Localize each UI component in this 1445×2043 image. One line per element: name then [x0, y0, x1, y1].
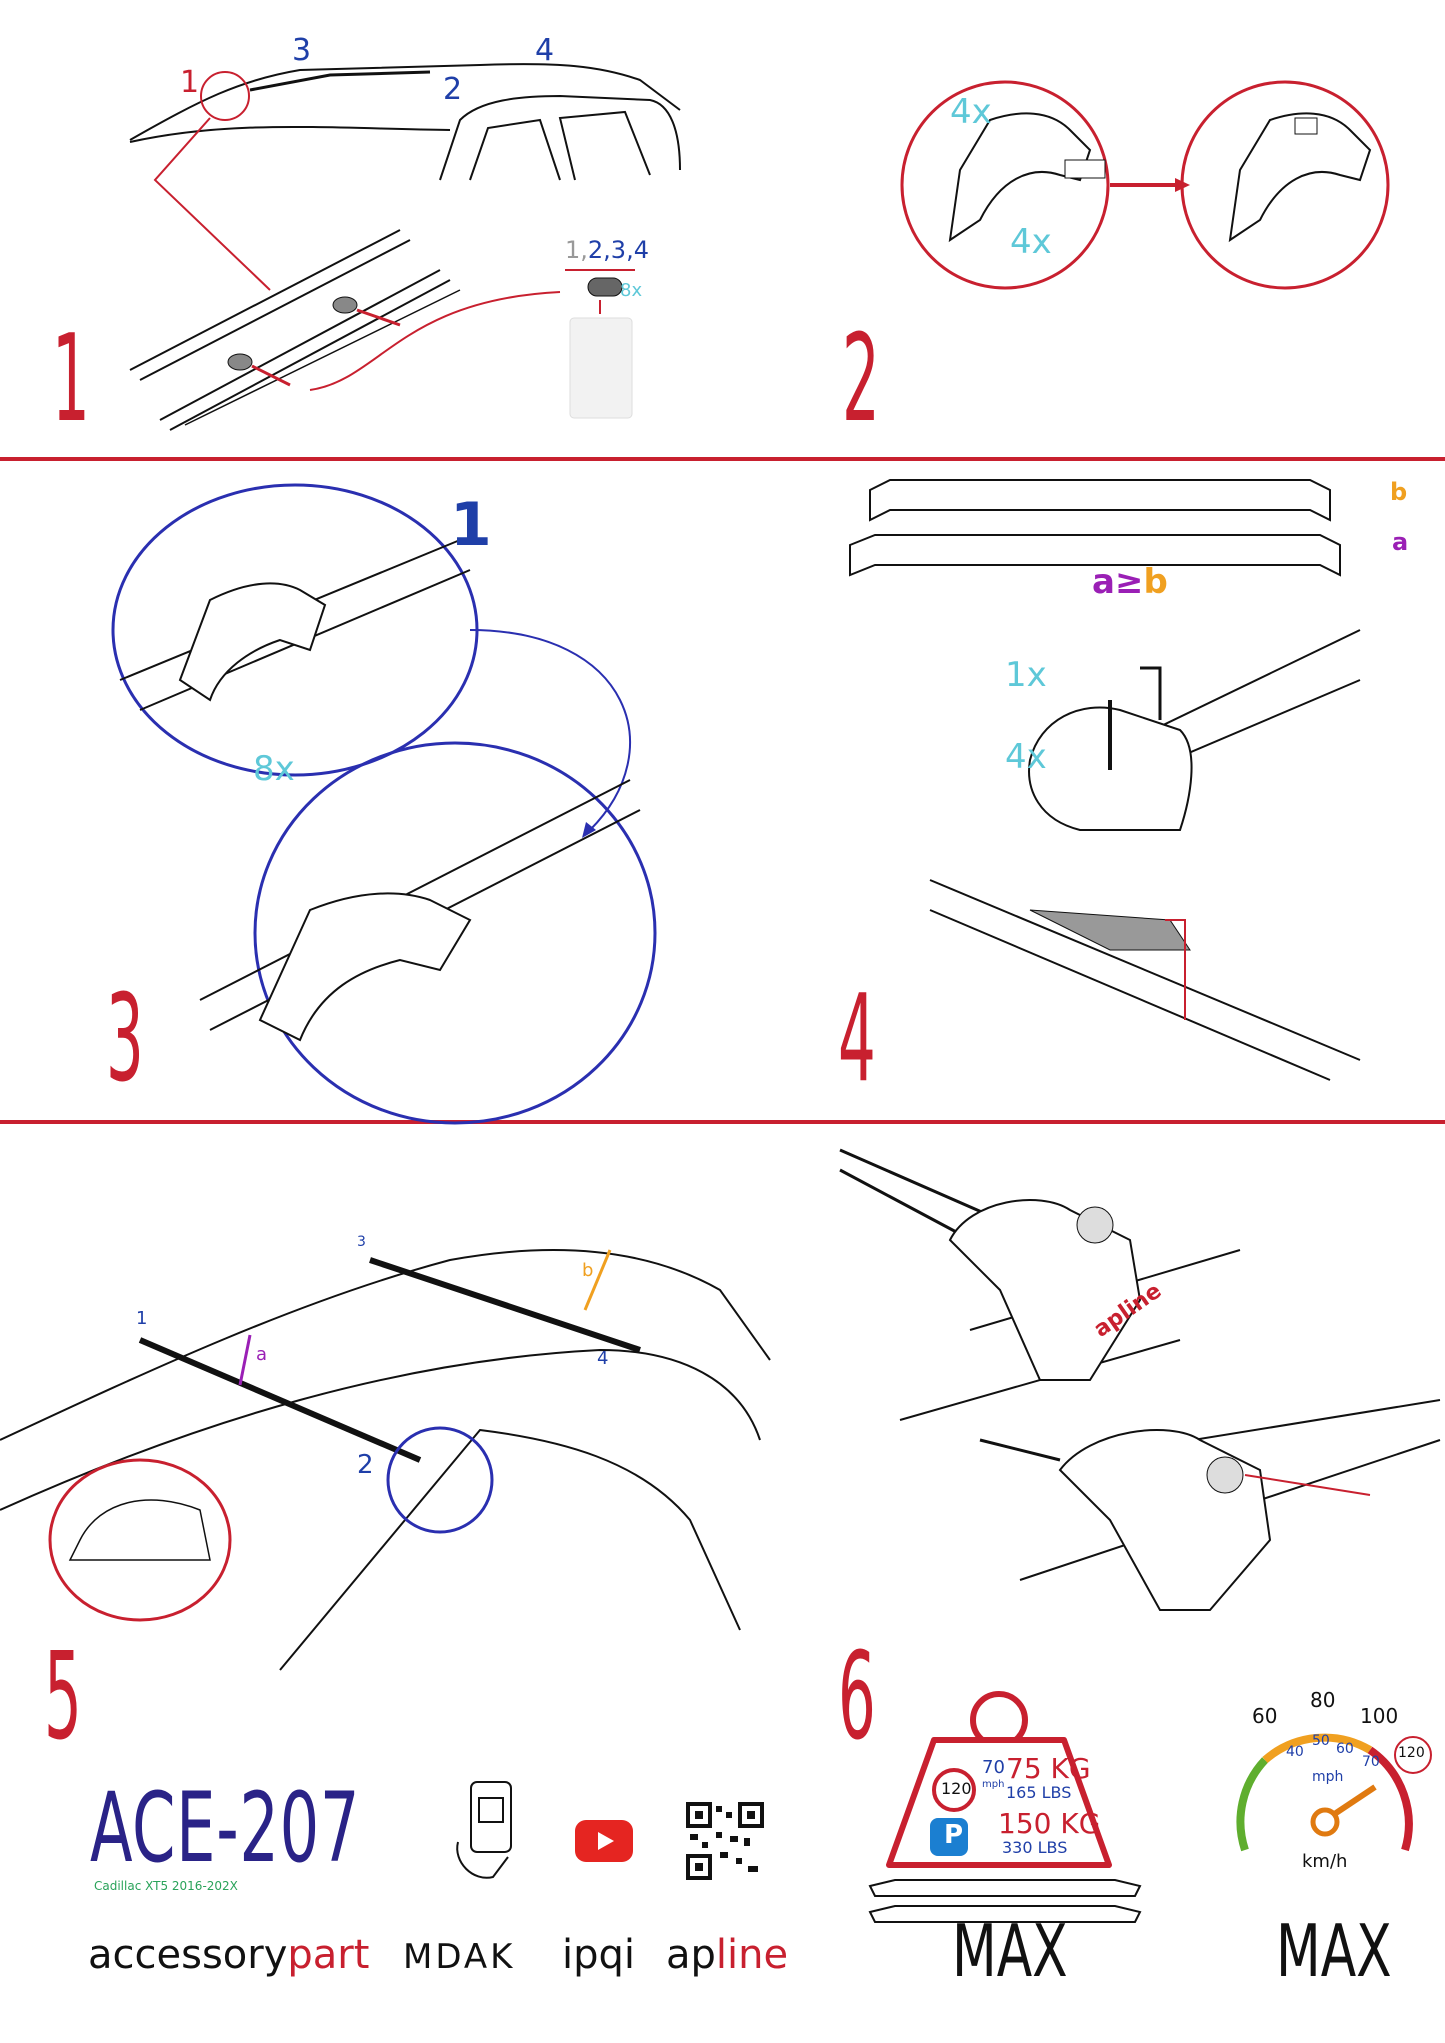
speedometer-gauge: [1236, 1733, 1413, 1852]
arrow-label-b: b: [582, 1260, 594, 1281]
brand-mdak: MDAK: [403, 1937, 516, 1977]
step-number-5: 5: [44, 1628, 82, 1767]
bag-quantity: 8x: [620, 280, 643, 301]
bolt-quantity: 8x: [253, 749, 295, 789]
step-number-4: 4: [838, 970, 876, 1109]
callout-label-3: 3: [292, 33, 312, 68]
bag-label-prefix: 1,: [565, 236, 588, 264]
rule-a: a: [1092, 562, 1115, 602]
step-number-6: 6: [838, 1628, 876, 1767]
arrow-label-a: a: [256, 1344, 268, 1365]
brand-ipqi: ipqi: [562, 1932, 636, 1978]
position-label-3: 3: [357, 1234, 366, 1250]
lock-detail-drawing: [839, 1148, 1441, 1611]
step-number-2: 2: [842, 310, 880, 449]
mph-tick-50: 50: [1312, 1733, 1330, 1749]
bracket-qty-bottom: 4x: [1010, 222, 1052, 262]
product-code: ACE-207: [90, 1772, 361, 1884]
speed-limit-badge: [1394, 1736, 1432, 1774]
callout-label-4: 4: [535, 33, 555, 68]
brand-apline: apline: [666, 1935, 788, 1975]
load-lbs-static: 330 LBS: [1002, 1838, 1068, 1857]
load-weight-badge: [886, 1691, 1112, 1868]
section-divider-middle: [0, 1120, 1445, 1124]
brand-apline-a: ap: [666, 1932, 716, 1978]
speedo-mph-label: mph: [1312, 1769, 1344, 1785]
speed-tick-100: 100: [1360, 1704, 1399, 1728]
max-speed-label: MAX: [1276, 1909, 1392, 1993]
bracket-assembly-circles: [900, 80, 1390, 290]
load-mph: mph: [982, 1779, 1005, 1790]
brand-apline-b: line: [715, 1932, 789, 1978]
rule-b: b: [1143, 562, 1168, 602]
brand-accessorypart: accessorypart: [88, 1935, 369, 1975]
max-load-label: MAX: [952, 1909, 1068, 1993]
mph-tick-40: 40: [1286, 1744, 1304, 1760]
label-a: a: [1392, 528, 1409, 556]
step-3-sub-label: 1: [450, 490, 492, 560]
step-number-1: 1: [52, 310, 90, 449]
bracket-install-circles: [111, 483, 657, 1125]
length-rule: a≥b: [1092, 565, 1168, 599]
youtube-icon[interactable]: [575, 1820, 633, 1862]
car-roof-outline: [129, 63, 681, 431]
load-kg-small: 70: [982, 1757, 1005, 1778]
speed-limit-value: 120: [1398, 1745, 1425, 1761]
position-label-4: 4: [597, 1348, 609, 1369]
load-lbs-dynamic: 165 LBS: [1006, 1783, 1072, 1802]
step-number-3: 3: [106, 970, 144, 1109]
load-kg-static: 150 KG: [998, 1807, 1101, 1840]
rule-ge: ≥: [1114, 562, 1144, 602]
qr-code-icon[interactable]: [686, 1802, 764, 1880]
callout-label-2: 2: [443, 72, 463, 107]
brand-accessorypart-a: accessory: [88, 1932, 288, 1978]
mph-tick-60: 60: [1336, 1741, 1354, 1757]
bag-label-rest: 2,3,4: [587, 236, 649, 264]
parking-icon: P: [944, 1820, 964, 1850]
label-b: b: [1390, 478, 1408, 506]
brand-accessorypart-b: part: [287, 1932, 370, 1978]
bracket-qty-top: 4x: [950, 92, 992, 132]
speed-limit-sign: 120: [941, 1779, 972, 1798]
tool-quantity: 1x: [1005, 655, 1047, 695]
bag-contents-label: 1,2,3,4: [565, 238, 649, 262]
bolt-quantity-foot: 4x: [1005, 737, 1047, 777]
position-label-2: 2: [357, 1450, 374, 1480]
callout-label-1: 1: [180, 65, 200, 100]
bars-icon: [868, 1879, 1142, 1923]
speed-tick-80: 80: [1310, 1688, 1336, 1712]
car-roof-bars-drawing: [0, 1249, 771, 1671]
phone-scan-icon: [456, 1781, 512, 1879]
position-label-1: 1: [136, 1308, 148, 1329]
bar-length-diagram: [849, 479, 1341, 577]
vehicle-fitment: Cadillac XT5 2016-202X: [94, 1879, 238, 1893]
mph-tick-70: 70: [1362, 1754, 1380, 1770]
speedo-unit: km/h: [1302, 1851, 1348, 1872]
foot-install-drawing: [929, 629, 1361, 1081]
section-divider-top: [0, 457, 1445, 461]
load-kg-dynamic: 75 KG: [1006, 1752, 1091, 1785]
speed-tick-60: 60: [1252, 1704, 1278, 1728]
